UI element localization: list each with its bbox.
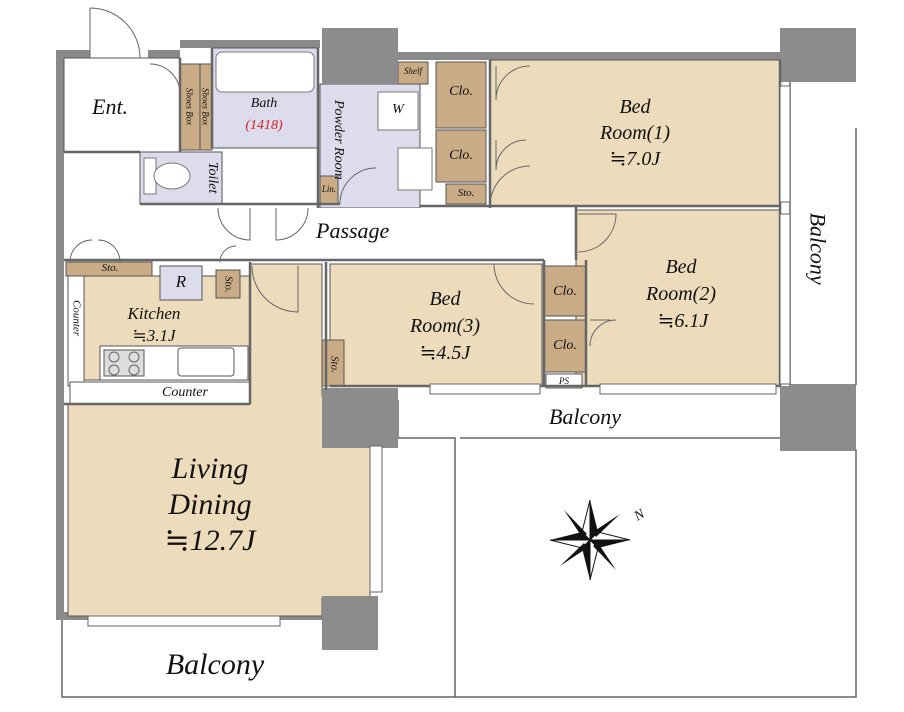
burner-icons (108, 351, 140, 376)
bedroom-3-name-line-1: Bed (429, 288, 461, 310)
kitchen-sink (177, 347, 235, 377)
kitchen-name: Kitchen (127, 304, 181, 323)
passage (64, 208, 574, 260)
bathtub (215, 51, 315, 93)
toilet-label: Toilet (205, 162, 221, 194)
passage-label: Passage (316, 218, 390, 243)
bedroom-1-size: ≒7.0J (609, 148, 661, 170)
balcony-middle-label: Balcony (548, 404, 622, 429)
living-name-line-1: Living (171, 452, 249, 485)
compass-rose-icon (549, 499, 631, 581)
fridge-label: R (175, 272, 187, 291)
bath-size-label: (1418) (245, 118, 283, 133)
kitchen-storage-label: Sto. (101, 262, 119, 274)
living-size: ≒12.7J (164, 524, 256, 557)
bedroom-2-name-line-2: Room(2) (646, 283, 716, 305)
closet-1b (435, 129, 487, 183)
closet-1a-label: Clo. (449, 84, 473, 99)
bedroom-1-name-line-2: Room(1) (600, 122, 670, 144)
closet-2a (543, 265, 587, 317)
bedroom-3-size: ≒4.5J (419, 342, 471, 364)
counter-left-label: Counter (70, 299, 83, 337)
bedroom-1 (489, 59, 781, 207)
washer (377, 91, 419, 131)
bedroom-1-name-line-1: Bed (619, 96, 651, 118)
pillars (322, 28, 856, 650)
closet-1a (435, 61, 487, 129)
kitchen-size: ≒3.1J (132, 326, 176, 345)
storage-1 (445, 183, 487, 205)
bath-label: Bath (250, 96, 278, 111)
living-name-line-2: Dining (168, 488, 252, 521)
balcony-bottom-label: Balcony (165, 648, 265, 681)
closet-2b-label: Clo. (553, 338, 577, 353)
kitchen-storage (65, 261, 153, 277)
shoe-box-1-label: Shoes Box (184, 88, 195, 126)
toilet-bowl-icon (143, 157, 191, 195)
bedroom-3 (329, 263, 543, 387)
cooktop (103, 349, 145, 377)
bedroom-2-name-line-1: Bed (665, 256, 697, 278)
pipe-space (545, 373, 583, 389)
closet-2a-label: Clo. (553, 284, 577, 299)
washer-label: W (392, 102, 404, 117)
bedroom-3-name-line-2: Room(3) (410, 315, 480, 337)
living-storage-label: Sto. (328, 355, 341, 373)
balcony-right-label: Balcony (805, 212, 831, 285)
shoe-box-2-label: Shoes Box (200, 88, 211, 126)
windows (87, 85, 791, 627)
passage-storage-label: Sto. (222, 275, 235, 293)
passage-storage (215, 269, 241, 299)
entrance-label: Ent. (92, 94, 129, 119)
powder-room-label: Powder Room (331, 100, 347, 180)
bedroom-2-size: ≒6.1J (657, 310, 709, 332)
door-swings (69, 7, 617, 347)
linen-label: Lin. (321, 184, 337, 194)
storage-1-label: Sto. (457, 187, 475, 199)
pipe-space-label: PS (559, 376, 569, 386)
closet-1b-label: Clo. (449, 148, 473, 163)
sink (397, 147, 433, 191)
shelf-label: Shelf (404, 66, 422, 76)
counter-bottom-label: Counter (162, 385, 208, 400)
fridge (159, 265, 203, 301)
